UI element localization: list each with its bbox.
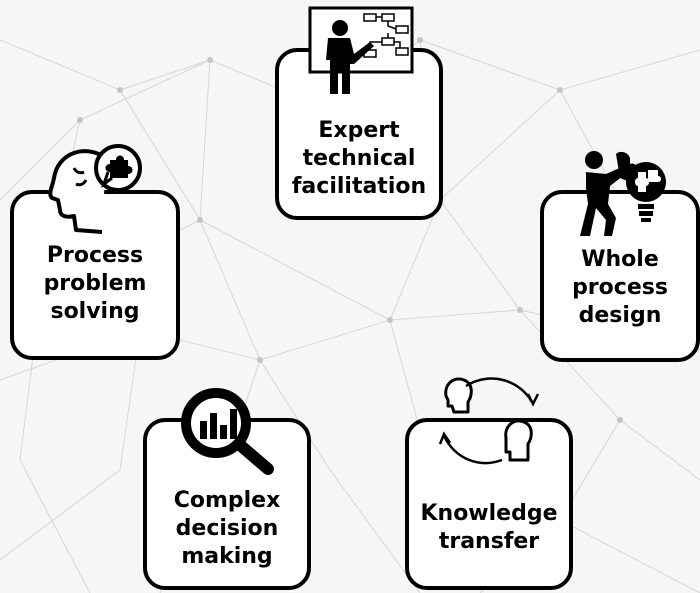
- card-label: Expert technical facilitation: [291, 118, 427, 199]
- heads-exchange-icon: [432, 372, 550, 468]
- card-label: Process problem solving: [43, 243, 147, 324]
- card-label: Complex decision making: [173, 488, 281, 569]
- card-knowledge-transfer: Knowledge transfer: [405, 418, 573, 590]
- magnifier-chart-icon: [172, 383, 284, 475]
- card-whole-process-design: Whole process design: [540, 190, 700, 362]
- presenter-flowchart-icon: [300, 4, 418, 94]
- card-label: Whole process design: [572, 247, 668, 328]
- card-label: Knowledge transfer: [420, 501, 558, 554]
- person-puzzle-bulb-icon: [576, 148, 674, 240]
- card-expert-technical-facilitation: Expert technical facilitation: [275, 48, 443, 220]
- head-puzzle-icon: [46, 138, 150, 242]
